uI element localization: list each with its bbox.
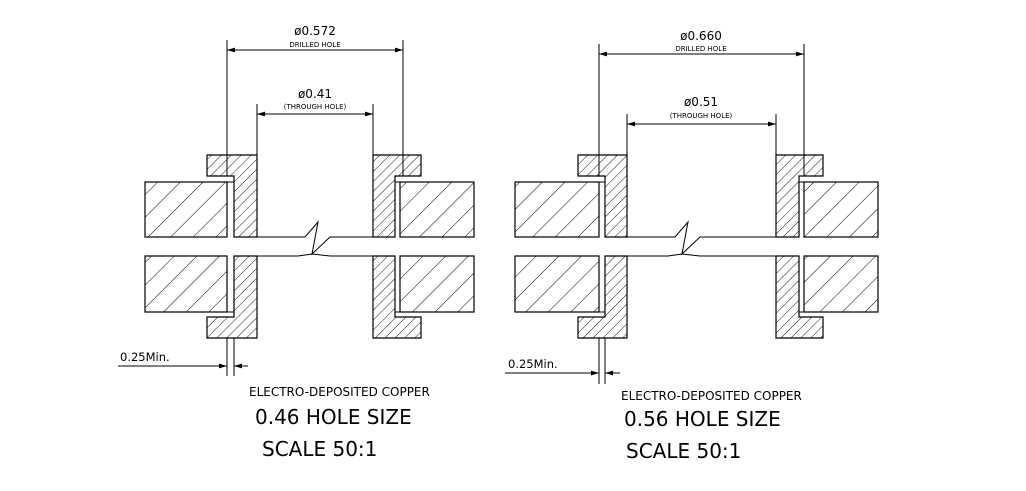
drawing-right: ø0.660 DRILLED HOLE ø0.51 (THROUGH HOLE)… bbox=[505, 29, 879, 463]
board-right-top bbox=[803, 181, 879, 238]
board-right-bottom bbox=[803, 255, 879, 313]
copper-right-bottom bbox=[775, 255, 824, 339]
plating-note-right: ELECTRO-DEPOSITED COPPER bbox=[621, 389, 802, 403]
board-left-bottom bbox=[144, 255, 228, 313]
through-label-right: (THROUGH HOLE) bbox=[670, 112, 733, 120]
board-right-top bbox=[399, 181, 475, 238]
board-left-top bbox=[144, 181, 228, 238]
min-label-right: 0.25Min. bbox=[508, 357, 558, 371]
through-label-left: (THROUGH HOLE) bbox=[284, 103, 347, 111]
drilled-label-right: DRILLED HOLE bbox=[675, 45, 726, 53]
drilled-label-left: DRILLED HOLE bbox=[289, 41, 340, 49]
drilled-dia-left: ø0.572 bbox=[294, 24, 336, 38]
scale-right: SCALE 50:1 bbox=[626, 439, 741, 463]
copper-right-bottom bbox=[372, 255, 422, 339]
plating-note-left: ELECTRO-DEPOSITED COPPER bbox=[249, 385, 430, 399]
board-left-top bbox=[514, 181, 600, 238]
hole-size-left: 0.46 HOLE SIZE bbox=[255, 405, 412, 429]
drilled-dia-right: ø0.660 bbox=[680, 29, 722, 43]
scale-left: SCALE 50:1 bbox=[262, 437, 377, 461]
board-right-bottom bbox=[399, 255, 475, 313]
through-dia-left: ø0.41 bbox=[298, 87, 332, 101]
board-left-bottom bbox=[514, 255, 600, 313]
break-line-left bbox=[257, 220, 373, 256]
min-label-left: 0.25Min. bbox=[120, 350, 170, 364]
through-dia-right: ø0.51 bbox=[684, 95, 718, 109]
drawing-left: ø0.572 DRILLED HOLE ø0.41 (THROUGH HOLE)… bbox=[118, 24, 475, 461]
hole-size-right: 0.56 HOLE SIZE bbox=[624, 407, 781, 431]
break-line-right bbox=[627, 220, 776, 256]
